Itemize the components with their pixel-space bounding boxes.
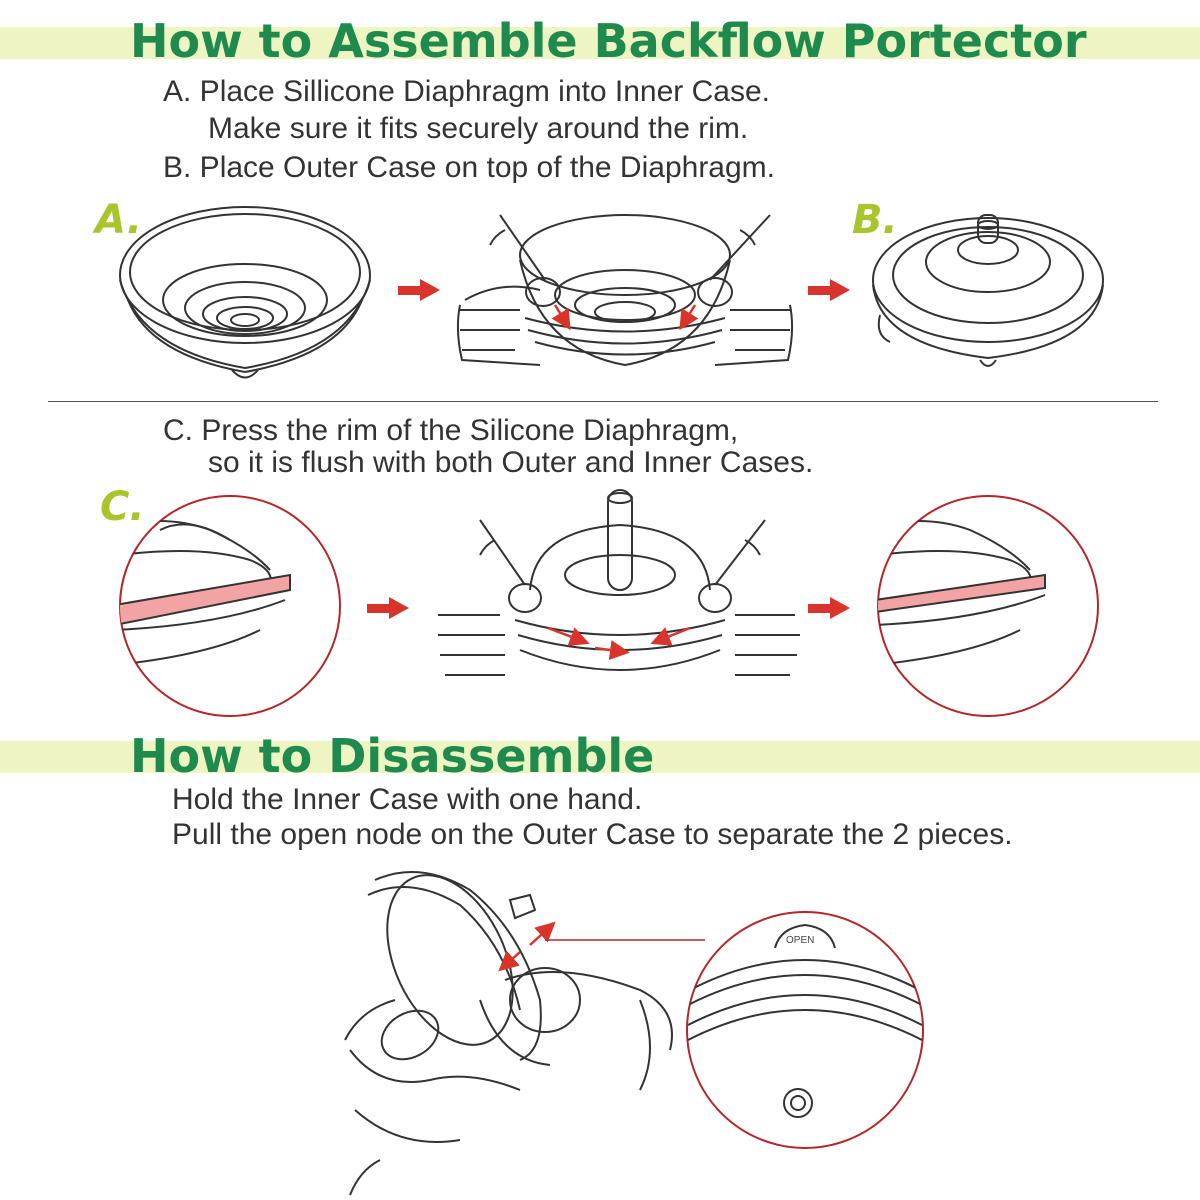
step-c-text-line2: so it is flush with both Outer and Inner… (208, 446, 814, 479)
detail-after-illustration (877, 495, 1099, 717)
step-a-text-line1: A. Place Sillicone Diaphragm into Inner … (163, 75, 770, 108)
step-b-label: B. (852, 197, 898, 243)
step-c-label: C. (100, 484, 145, 530)
title-band-assemble (0, 27, 1200, 59)
hands-disassembling-illustration (344, 871, 673, 1196)
disassemble-text-line1: Hold the Inner Case with one hand. (172, 783, 643, 816)
disassemble-title: How to Disassemble (130, 729, 655, 783)
right-arrow-icon (808, 279, 850, 301)
press-arrow-icon (551, 304, 699, 331)
outer-case-illustration (872, 214, 1104, 367)
assemble-title: How to Assemble Backflow Portector (130, 14, 1087, 68)
title-band-disassemble (0, 741, 1200, 773)
disassemble-text-line2: Pull the open node on the Outer Case to … (172, 818, 1013, 851)
right-arrow-icon (808, 597, 850, 619)
right-arrow-icon (367, 597, 409, 619)
pull-arrow-icon (498, 921, 556, 972)
right-arrow-icon (398, 279, 440, 301)
step-a-text-line2: Make sure it fits securely around the ri… (208, 112, 749, 145)
section-divider (48, 401, 1158, 402)
open-node-detail-illustration (686, 911, 924, 1149)
step-a-label: A. (95, 197, 142, 243)
open-node-label: OPEN (786, 935, 815, 946)
curved-press-arrow-icon (547, 626, 691, 660)
detail-before-illustration (119, 495, 341, 717)
inner-case-illustration (119, 206, 371, 379)
step-b-text: B. Place Outer Case on top of the Diaphr… (163, 151, 775, 184)
hands-placing-diaphragm-illustration (456, 214, 794, 367)
hands-pressing-rim-illustration (438, 489, 800, 676)
step-c-text-line1: C. Press the rim of the Silicone Diaphra… (163, 414, 739, 447)
